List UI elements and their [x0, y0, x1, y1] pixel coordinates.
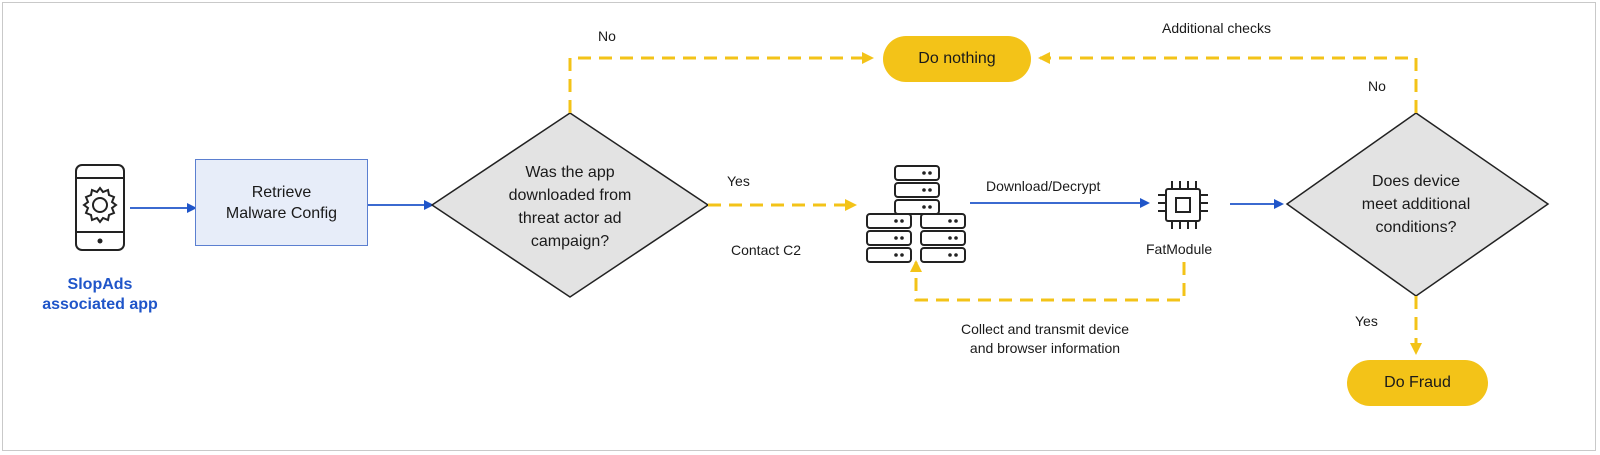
path-additional-checks: [1038, 52, 1418, 113]
do-nothing-pill: Do nothing: [883, 36, 1031, 82]
decision2-line2: meet additional: [1361, 196, 1471, 213]
decision-diamond-1: [430, 112, 710, 298]
retrieve-box-line2: Malware Config: [225, 204, 338, 222]
phone-gear-icon: [75, 164, 125, 251]
label-collect-line1: Collect and transmit device: [960, 321, 1130, 337]
path-collect-transmit: [910, 260, 1186, 302]
label-yes-decision1: Yes: [727, 173, 750, 189]
label-download-decrypt: Download/Decrypt: [986, 178, 1101, 194]
path-no-to-do-nothing: [568, 52, 874, 113]
label-collect-line2: and browser information: [969, 340, 1121, 356]
retrieve-box-line1: Retrieve: [251, 183, 312, 201]
chip-icon: [1158, 181, 1208, 229]
label-additional-checks: Additional checks: [1162, 20, 1271, 36]
retrieve-config-box: Retrieve Malware Config: [195, 159, 368, 246]
server-lights: [894, 171, 958, 257]
label-fatmodule: FatModule: [1146, 241, 1213, 257]
decision1-text: Was the app downloaded from threat actor…: [490, 161, 650, 253]
label-no-right: No: [1368, 78, 1386, 94]
app-caption-line1: SlopAds: [67, 276, 133, 293]
app-caption-line2: associated app: [42, 296, 158, 313]
decision2-line1: Does device: [1371, 173, 1461, 190]
decision1-line3: threat actor ad: [518, 210, 622, 227]
label-yes-decision2: Yes: [1355, 313, 1378, 329]
do-fraud-pill: Do Fraud: [1347, 360, 1488, 406]
decision2-text: Does device meet additional conditions?: [1341, 170, 1491, 239]
server-stack-icon: [866, 165, 966, 263]
decision1-line2: downloaded from: [508, 187, 632, 204]
label-contact-c2: Contact C2: [731, 242, 802, 258]
decision1-line4: campaign?: [530, 233, 610, 250]
label-collect-transmit: Collect and transmit device and browser …: [945, 320, 1145, 358]
label-no-top: No: [598, 28, 616, 44]
app-caption: SlopAds associated app: [30, 275, 170, 315]
decision2-line3: conditions?: [1375, 219, 1457, 236]
decision1-line1: Was the app: [525, 164, 615, 181]
